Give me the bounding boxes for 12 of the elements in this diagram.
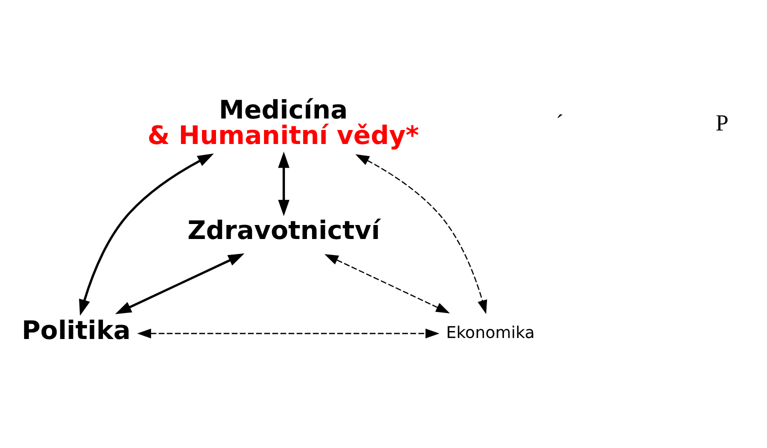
arrow: [278, 151, 290, 216]
node-text: Ekonomika: [446, 322, 535, 342]
node-text: Politika: [22, 315, 131, 346]
arrow: [137, 328, 440, 338]
node-text: Medicína & Humanitní vědy*: [148, 95, 419, 151]
arrow: [355, 154, 488, 314]
label: P: [716, 110, 729, 136]
arrow: [115, 252, 244, 314]
label: ´: [556, 110, 564, 136]
arrow: [79, 153, 214, 316]
node-text: Zdravotnictví: [188, 216, 380, 246]
arrow: [324, 254, 450, 313]
